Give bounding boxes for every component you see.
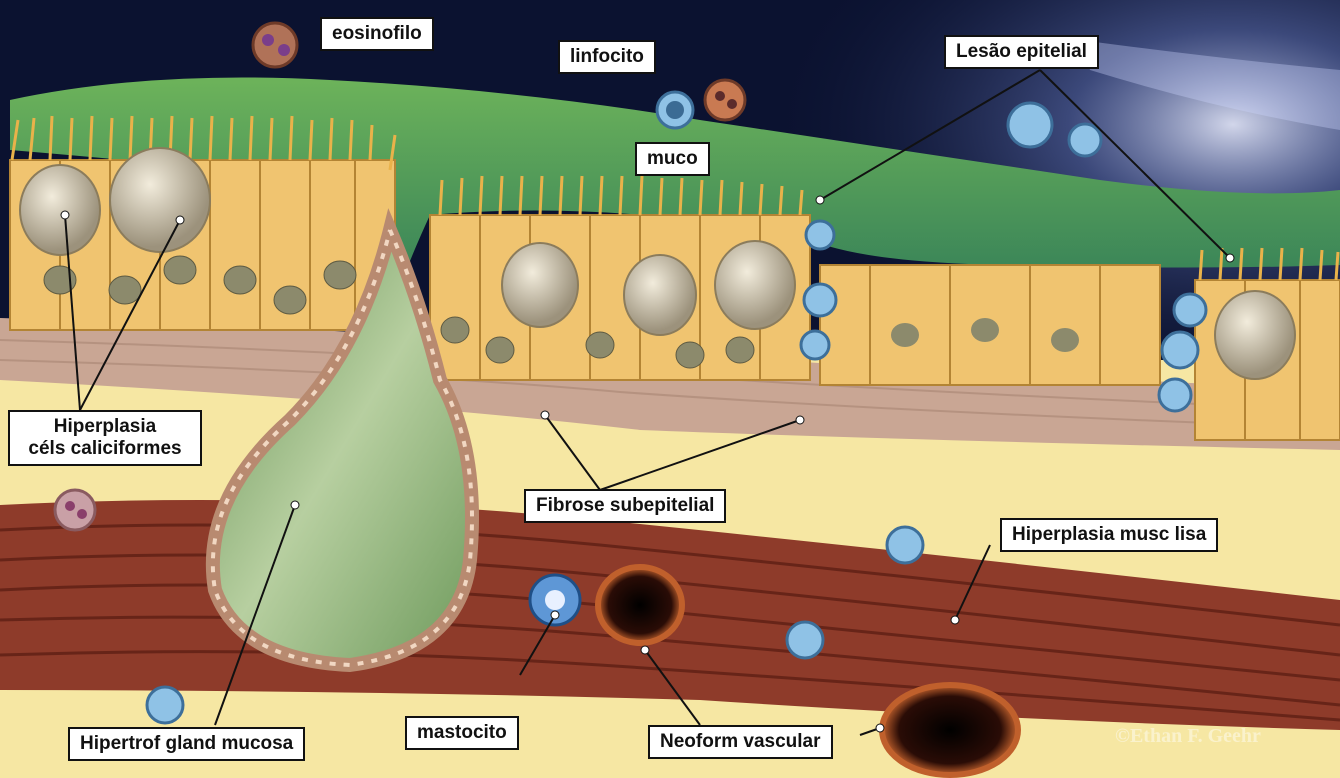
label-line-1: Hiperplasia: [20, 416, 190, 438]
label-linfocito: linfocito: [558, 40, 656, 74]
goblet-cell: [502, 243, 578, 327]
label-lesao-epitelial: Lesão epitelial: [944, 35, 1099, 69]
label-neoform-vascular: Neoform vascular: [648, 725, 833, 759]
epithelial-lesion-area: [820, 265, 1160, 385]
goblet-cell: [715, 241, 795, 329]
label-mastocito: mastocito: [405, 716, 519, 750]
goblet-cell: [1215, 291, 1295, 379]
lymphocyte-cell: [657, 92, 693, 128]
label-hipertrof-gland-mucosa: Hipertrof gland mucosa: [68, 727, 305, 761]
label-hiperplasia-musc-lisa: Hiperplasia musc lisa: [1000, 518, 1218, 552]
artist-credit: ©Ethan F. Geehr: [1115, 725, 1261, 748]
eosinophil-cell: [253, 23, 297, 67]
label-line-2: céls caliciformes: [20, 438, 190, 460]
eosinophil-cell: [55, 490, 95, 530]
label-hiperplasia-caliciformes: Hiperplasia céls caliciformes: [8, 410, 202, 466]
new-blood-vessel: [882, 685, 1018, 775]
goblet-cell: [624, 255, 696, 335]
new-blood-vessel: [598, 567, 682, 643]
label-eosinofilo: eosinofilo: [320, 17, 434, 51]
goblet-cell: [20, 165, 100, 255]
label-fibrose-subepitelial: Fibrose subepitelial: [524, 489, 726, 523]
label-muco: muco: [635, 142, 710, 176]
eosinophil-cell: [705, 80, 745, 120]
goblet-cell: [110, 148, 210, 252]
